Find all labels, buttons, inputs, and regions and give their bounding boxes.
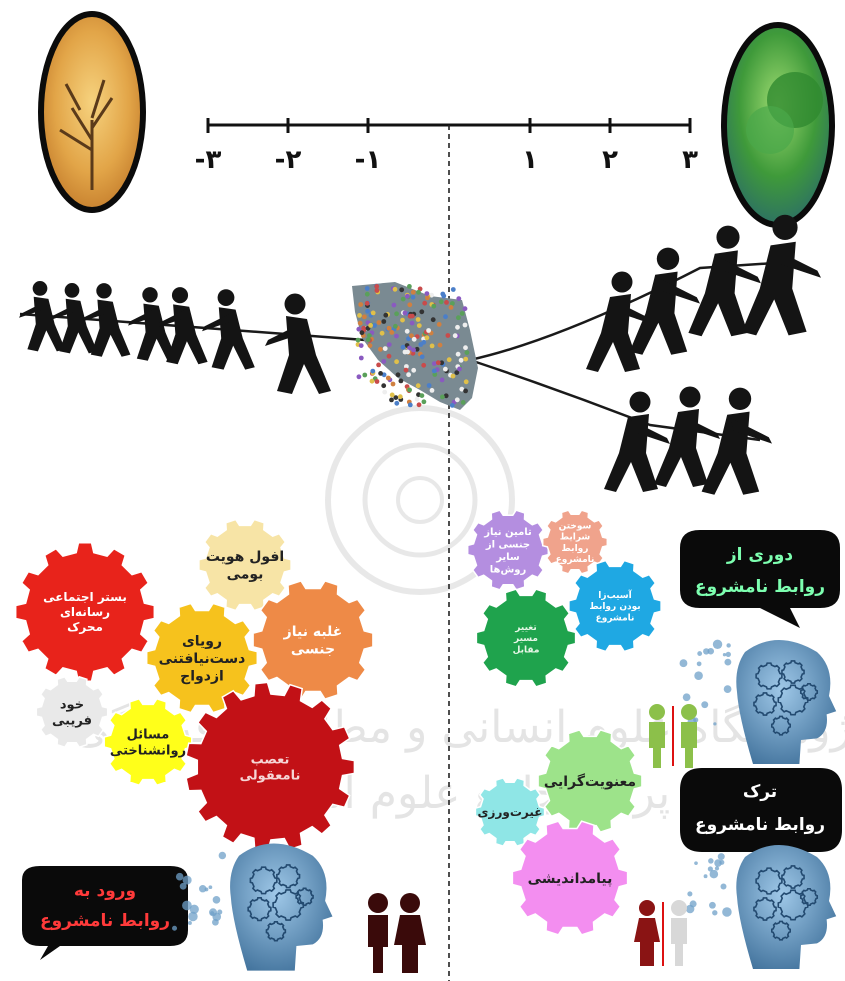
bubble-enter-line2: روابط نامشروع: [40, 911, 170, 931]
scale-tick-label: ۳: [682, 145, 698, 175]
puller-silhouette: [688, 225, 761, 337]
bubble-enter-line1: ورود به: [74, 881, 136, 901]
bubble-avoid-line1: دوری از: [726, 545, 793, 565]
head-gears-icon: [172, 843, 333, 971]
gear-b3: پیامداندیشی: [511, 820, 629, 936]
puller-silhouette: [604, 391, 670, 492]
scale-tick-label: ۲: [602, 145, 618, 175]
bubble-quit: ترک روابط نامشروع: [680, 768, 842, 870]
scale-tick-label: ۱: [522, 145, 538, 175]
puller-silhouette: [629, 247, 700, 355]
head-gears-icon: [679, 639, 837, 764]
gear-b1: معنویت‌گرایی: [537, 729, 643, 833]
couple-icon-dark: [368, 893, 426, 973]
puller-silhouette: [128, 287, 177, 361]
bubble-avoid-line2: روابط نامشروع: [695, 577, 825, 597]
puller-silhouette: [265, 293, 331, 394]
puller-silhouette: [654, 386, 720, 487]
scale-tick-label: -۳: [195, 145, 222, 175]
head-gears-icon: [679, 845, 837, 969]
puller-silhouette: [741, 214, 821, 336]
gear-label: پیامداندیشی: [528, 871, 613, 887]
gear-b2: غیرت‌ورزی: [474, 777, 546, 847]
puller-silhouette: [586, 271, 652, 372]
iran-map-crowd: [352, 282, 478, 410]
dry-tree-image: [38, 11, 146, 213]
watermark-rosette: [325, 405, 515, 595]
couple-icon-green: [649, 704, 697, 768]
right-pulling-team: [586, 214, 821, 495]
couple-icon-red-grey: [634, 900, 687, 966]
puller-silhouette: [701, 387, 772, 495]
puller-silhouette: [202, 289, 255, 370]
gear-label: معنویت‌گرایی: [544, 773, 636, 790]
scale-axis: -۳ -۲ -۱ ۱ ۲ ۳: [195, 118, 698, 175]
bubble-quit-line1: ترک: [743, 782, 777, 802]
bubble-enter: ورود به روابط نامشروع: [22, 866, 188, 960]
left-pulling-team: [19, 281, 331, 394]
puller-silhouette: [19, 281, 66, 352]
puller-silhouette: [157, 287, 208, 365]
scale-tick-label: -۱: [355, 145, 382, 175]
bubble-avoid: دوری از روابط نامشروع: [680, 530, 840, 628]
green-tree-image: [721, 22, 835, 228]
gear-label: غیرت‌ورزی: [478, 805, 543, 820]
bubble-quit-line2: روابط نامشروع: [695, 815, 825, 835]
puller-silhouette: [82, 283, 131, 357]
puller-silhouette: [51, 283, 98, 354]
scale-tick-label: -۲: [275, 145, 302, 175]
